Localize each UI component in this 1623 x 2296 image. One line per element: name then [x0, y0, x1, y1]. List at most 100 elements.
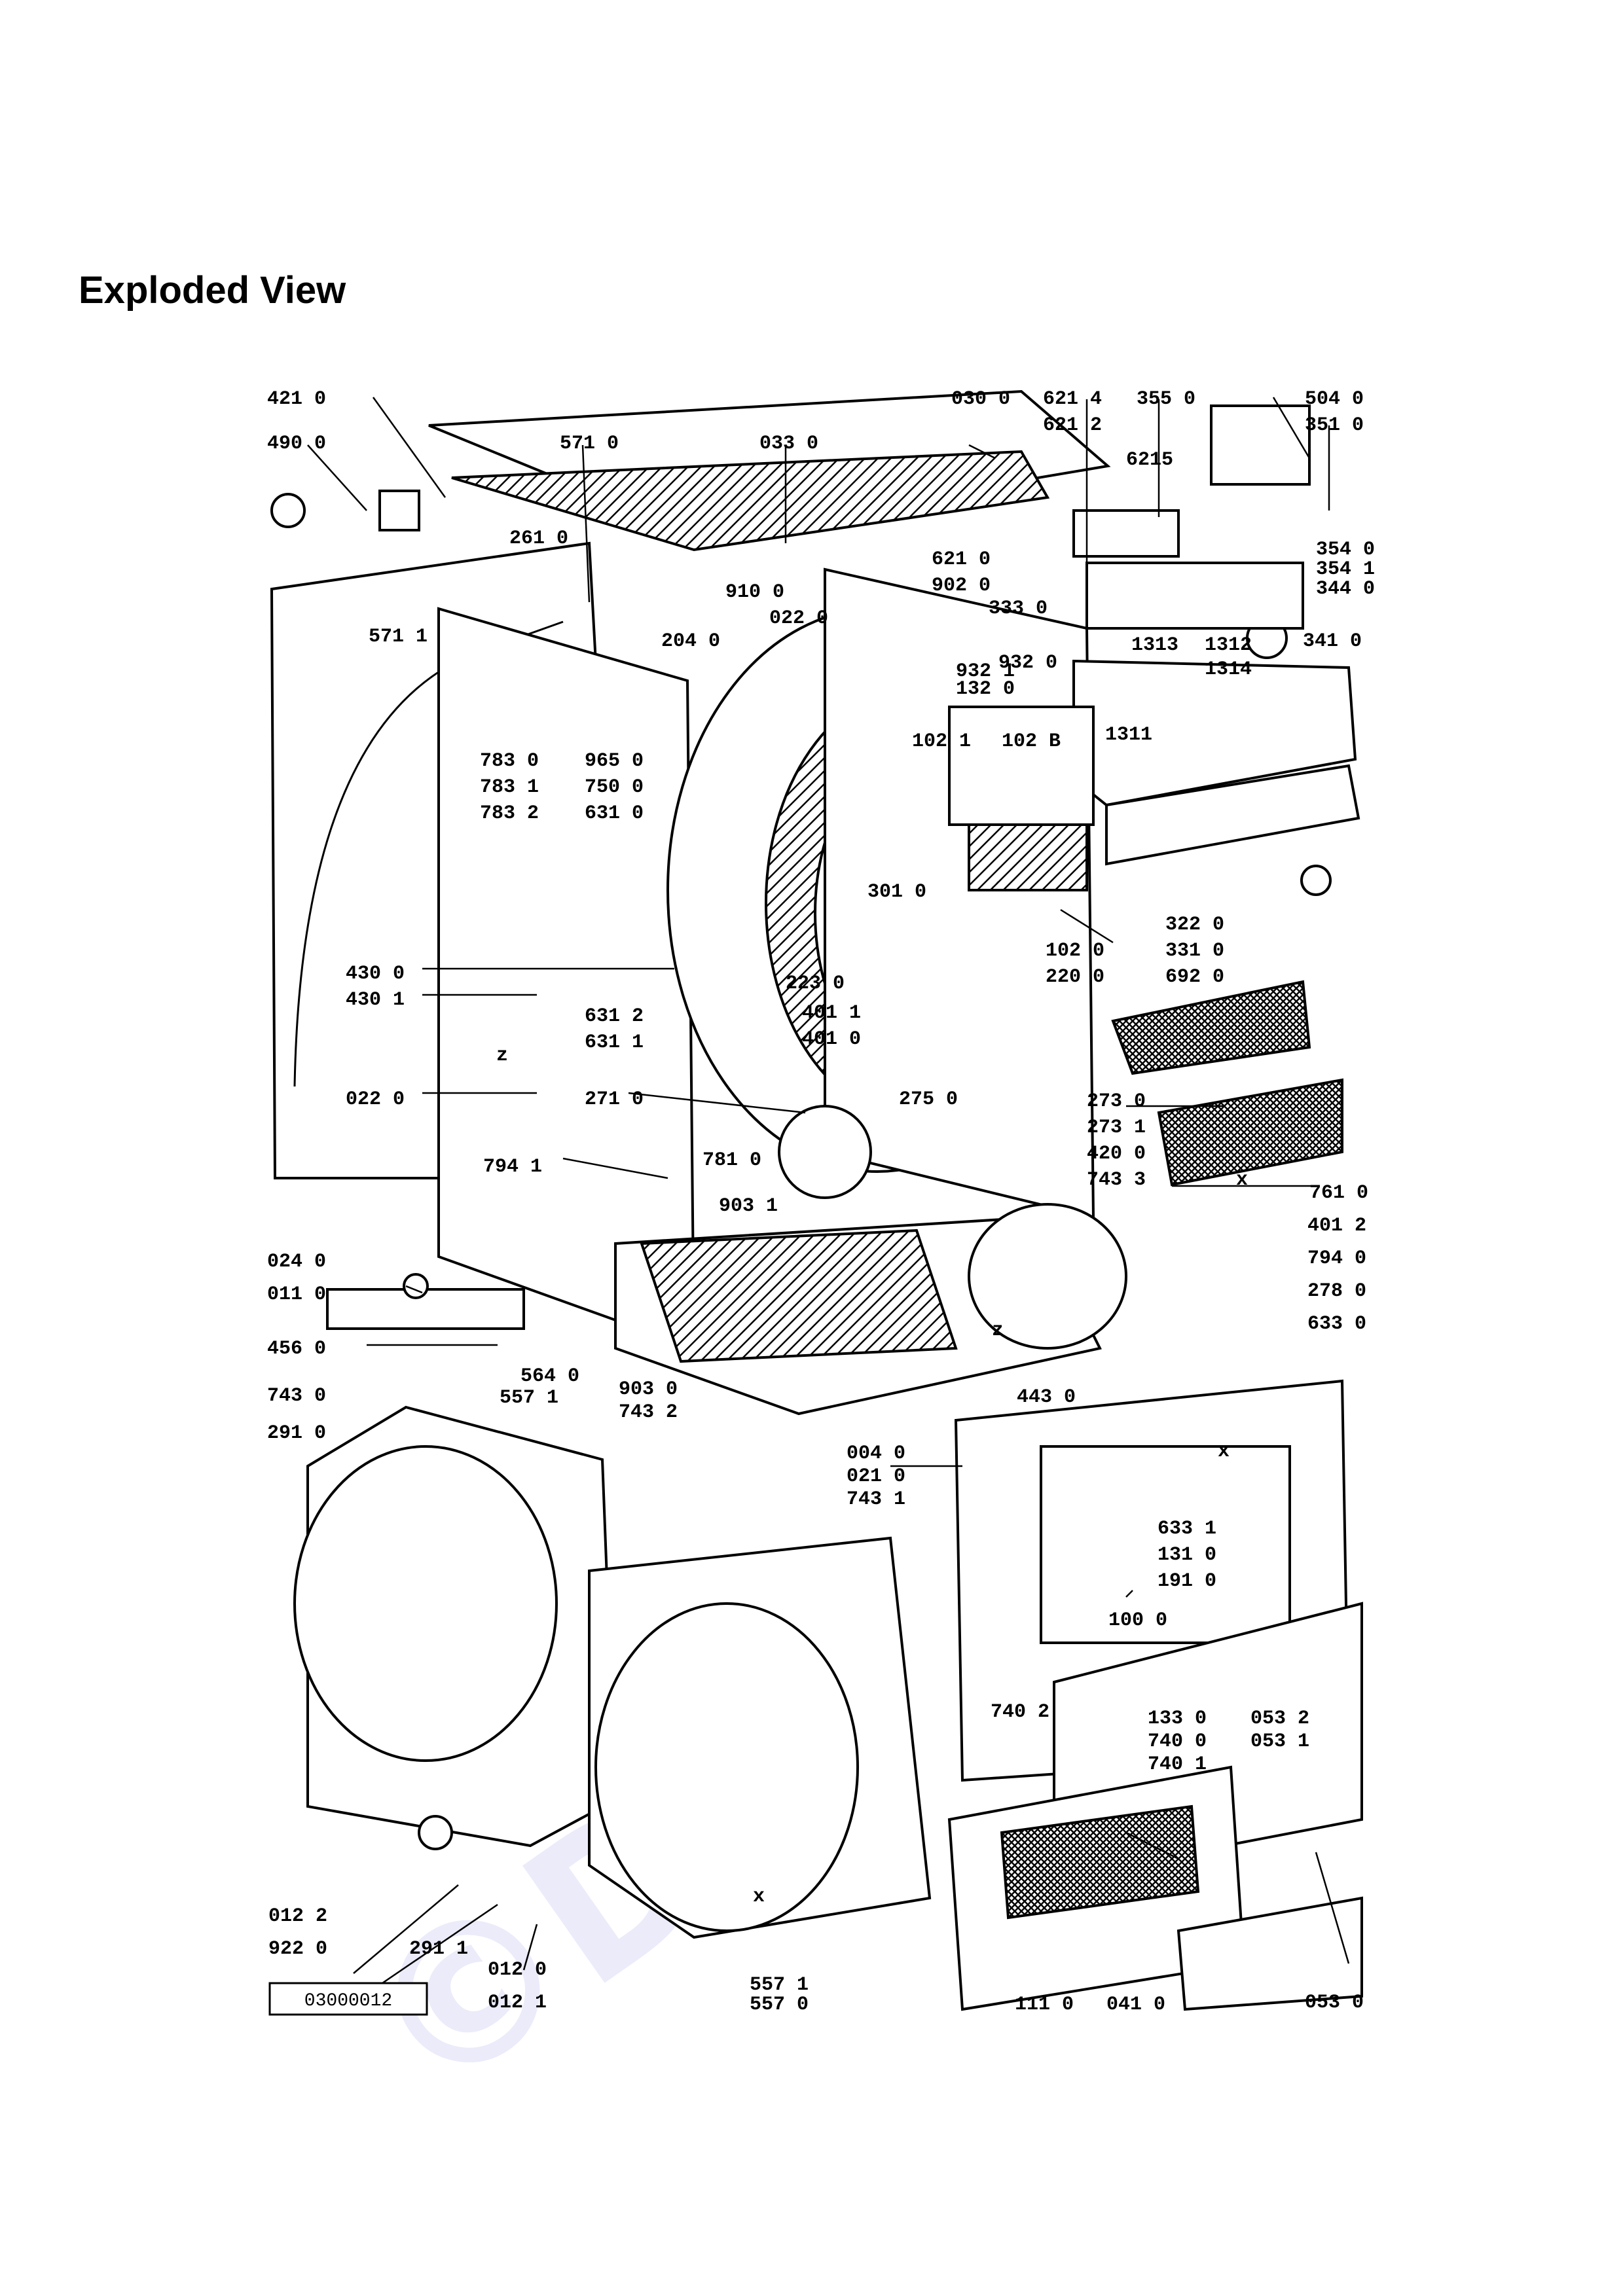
part-label: 223 0 [786, 973, 845, 995]
board-cover-part [968, 823, 1088, 891]
part-label: 133 0 [1148, 1708, 1207, 1730]
part-label: 291 0 [267, 1422, 326, 1444]
part-label: 761 0 [1309, 1182, 1368, 1204]
part-label: 631 2 [585, 1005, 644, 1028]
part-label: 743 2 [619, 1401, 678, 1424]
kickplate-part [1176, 1896, 1363, 2011]
marker-label: x [1218, 1441, 1230, 1463]
part-labels: 421 0 490 0 571 0 033 0 030 0 621 4 621 … [267, 388, 1375, 2016]
door-window-part [1040, 1445, 1291, 1644]
part-label: 030 0 [951, 388, 1010, 410]
part-label: 557 0 [750, 1994, 809, 2016]
part-label: 571 0 [560, 433, 619, 455]
part-label: 344 0 [1316, 578, 1375, 600]
part-label: 053 1 [1250, 1731, 1309, 1753]
part-label: 012 0 [488, 1959, 547, 1981]
hose-part [326, 1288, 525, 1330]
part-label: 456 0 [267, 1338, 326, 1360]
part-label: 132 0 [956, 678, 1015, 700]
part-label: 1314 [1205, 658, 1252, 681]
part-label: 740 1 [1148, 1753, 1207, 1776]
part-label: 902 0 [932, 575, 991, 597]
part-label: 631 0 [585, 802, 644, 825]
part-label: 401 0 [802, 1028, 861, 1050]
marker-label: z [992, 1319, 1004, 1342]
lint-screen-part [1111, 980, 1311, 1075]
part-label: 922 0 [268, 1938, 327, 1960]
part-label: 743 3 [1087, 1169, 1146, 1191]
part-label: 354 0 [1316, 539, 1375, 561]
part-label: 291 1 [409, 1938, 468, 1960]
control-strip-part [1105, 764, 1360, 866]
pcb-part [1085, 562, 1304, 630]
part-label: 430 0 [346, 963, 405, 985]
part-label: 100 0 [1108, 1609, 1167, 1632]
part-label: 621 2 [1043, 414, 1102, 437]
part-label: 504 0 [1305, 388, 1364, 410]
part-label: 621 4 [1043, 388, 1102, 410]
part-label: 322 0 [1165, 914, 1224, 936]
part-label: 1311 [1105, 724, 1152, 746]
marker-label: x [1236, 1169, 1248, 1191]
part-label: 420 0 [1087, 1143, 1146, 1165]
part-label: 022 0 [769, 607, 828, 630]
part-label: 033 0 [759, 433, 818, 455]
duct-part [640, 1229, 958, 1363]
part-label: 421 0 [267, 388, 326, 410]
part-label: 6215 [1126, 449, 1173, 471]
part-label: 965 0 [585, 750, 644, 772]
part-label: 564 0 [520, 1365, 579, 1388]
part-label: 102 0 [1046, 940, 1104, 962]
part-label: 331 0 [1165, 940, 1224, 962]
part-label: 053 2 [1250, 1708, 1309, 1730]
part-label: 783 1 [480, 776, 539, 798]
part-label: 903 0 [619, 1378, 678, 1401]
rear-drum-part [293, 1445, 558, 1762]
part-label: 333 0 [989, 598, 1048, 620]
cabinet-frame-part [437, 607, 696, 1350]
part-label: 354 1 [1316, 558, 1375, 581]
marker-label: z [496, 1045, 508, 1067]
leader-lines [307, 397, 1350, 2004]
part-label: 430 1 [346, 989, 405, 1011]
part-label: 275 0 [899, 1088, 958, 1111]
part-label: 740 0 [1148, 1731, 1207, 1753]
part-label: 903 1 [719, 1195, 778, 1217]
part-label: 131 0 [1158, 1544, 1216, 1566]
part-label: 557 1 [500, 1387, 558, 1409]
part-label: 041 0 [1106, 1994, 1165, 2016]
part-label: 490 0 [267, 433, 326, 455]
knob-part [1300, 865, 1332, 896]
relay-part [1072, 509, 1180, 558]
part-label: 743 1 [847, 1488, 905, 1511]
part-label: 355 0 [1137, 388, 1195, 410]
part-label: 401 2 [1307, 1215, 1366, 1237]
adapter-part [378, 490, 420, 531]
part-label: 633 1 [1158, 1518, 1216, 1540]
part-label: 1312 [1205, 634, 1252, 656]
drawing-parts [270, 389, 1363, 2011]
part-label: 278 0 [1307, 1280, 1366, 1302]
fan-housing-part [968, 1203, 1127, 1350]
part-label: 351 0 [1305, 414, 1364, 437]
filter-part [1157, 1078, 1343, 1187]
part-label: 102 1 [912, 730, 971, 753]
part-label: 012 1 [488, 1992, 547, 2014]
part-label: 401 1 [802, 1002, 861, 1024]
part-label: 022 0 [346, 1088, 405, 1111]
part-label: 021 0 [847, 1465, 905, 1488]
part-label: 932 1 [956, 660, 1015, 683]
part-label: 301 0 [867, 881, 926, 903]
part-label: 571 1 [369, 626, 428, 648]
part-label: 794 1 [483, 1156, 542, 1178]
part-label: 220 0 [1046, 966, 1104, 988]
part-label: 783 2 [480, 802, 539, 825]
part-label: 1313 [1131, 634, 1178, 656]
part-label: 932 0 [998, 652, 1057, 674]
motor-part [778, 1105, 872, 1199]
marker-label: x [753, 1886, 765, 1908]
direction-markers: z z x x x [496, 1045, 1248, 1908]
part-label: 024 0 [267, 1251, 326, 1273]
drawing-number-box [268, 1982, 428, 2016]
